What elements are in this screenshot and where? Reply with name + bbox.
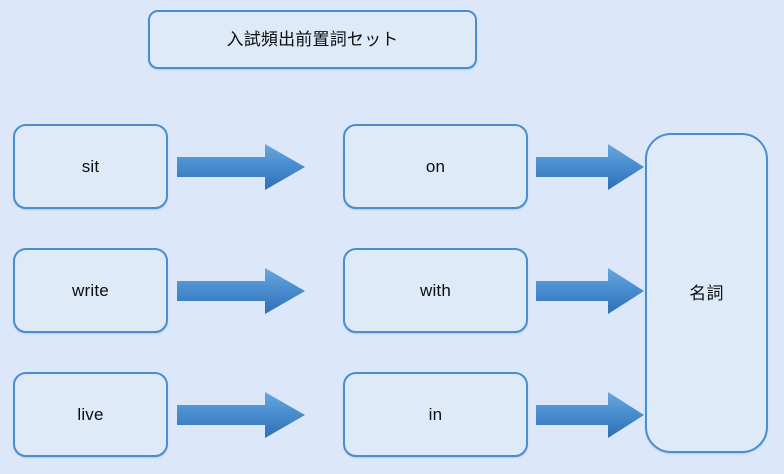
verb-label: write — [72, 281, 109, 300]
verb-box-sit: sit — [13, 124, 168, 209]
noun-target-label: 名詞 — [689, 283, 724, 303]
preposition-label: on — [425, 157, 446, 176]
verb-label: live — [77, 405, 104, 424]
preposition-box-with: with — [343, 248, 528, 333]
preposition-box-on: on — [343, 124, 528, 209]
diagram-title-label: 入試頻出前置詞セット — [226, 30, 399, 49]
block-arrow-right-icon — [536, 392, 644, 438]
block-arrow-right-icon — [536, 144, 644, 190]
verb-box-write: write — [13, 248, 168, 333]
preposition-label: with — [419, 281, 452, 300]
verb-label: sit — [81, 157, 100, 176]
preposition-box-in: in — [343, 372, 528, 457]
block-arrow-right-icon — [177, 392, 305, 438]
block-arrow-right-icon — [177, 268, 305, 314]
preposition-label: in — [428, 405, 443, 424]
block-arrow-right-icon — [177, 144, 305, 190]
noun-target-box: 名詞 — [645, 133, 768, 453]
block-arrow-right-icon — [536, 268, 644, 314]
diagram-title-box: 入試頻出前置詞セット — [148, 10, 477, 69]
verb-box-live: live — [13, 372, 168, 457]
